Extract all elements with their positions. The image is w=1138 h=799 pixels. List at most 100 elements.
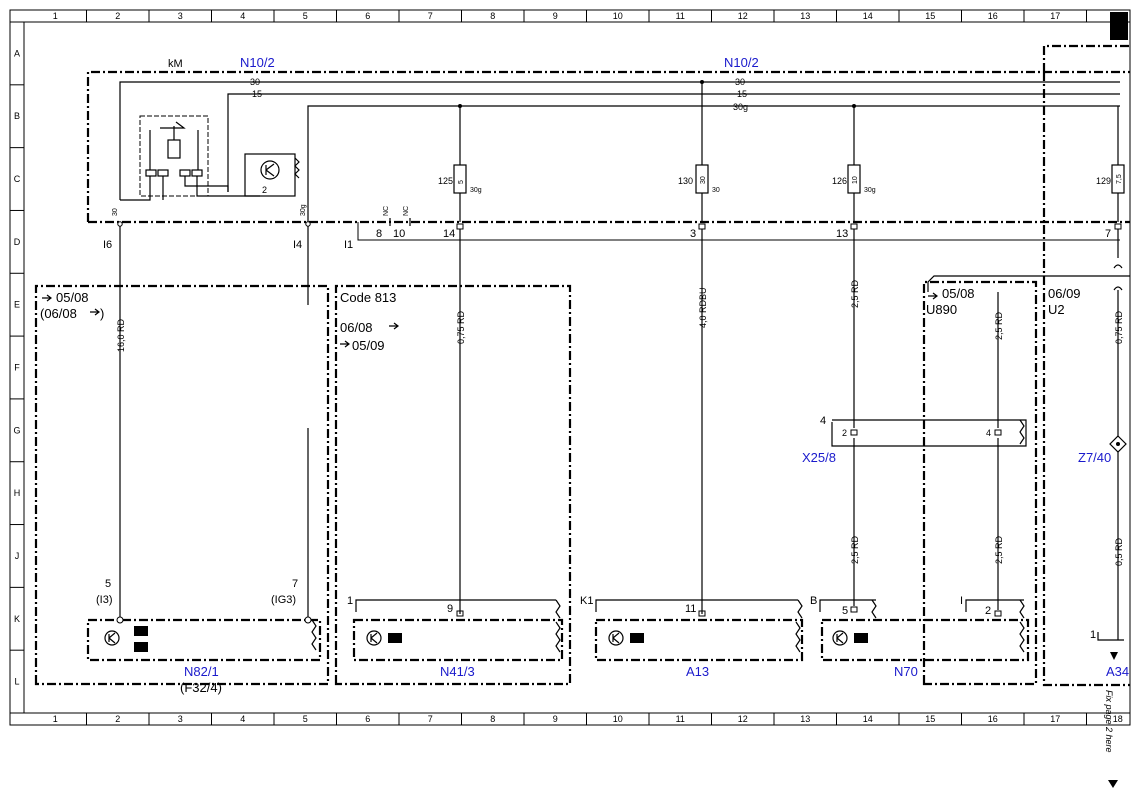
column-index-12: 12 — [738, 11, 748, 21]
n41-3-from-date: 06/08 — [340, 320, 373, 335]
column-index-1: 1 — [53, 11, 58, 21]
column-index-9: 9 — [553, 11, 558, 21]
column-index-17: 17 — [1050, 11, 1060, 21]
arrow-down-icon-bottom — [1108, 780, 1118, 788]
row-index-A: A — [14, 48, 20, 58]
fuse-130 — [695, 82, 709, 222]
fuse-125-rating: 5 — [458, 180, 465, 184]
n41-3-name: N41/3 — [440, 664, 475, 679]
connector-i1-strip — [117, 218, 1122, 241]
row-index-L: L — [14, 677, 19, 687]
row-index-E: E — [14, 300, 20, 310]
n70-pin-2: 2 — [985, 605, 991, 617]
n70-pin-i: I — [960, 595, 963, 607]
n82-1-pin-5: 5 — [105, 578, 111, 590]
nc-label-2: NC — [403, 206, 410, 216]
fuse-129 — [1111, 106, 1125, 222]
n82-1-name: N82/1 — [184, 664, 219, 679]
fuse-130-terminal: 30 — [712, 187, 720, 194]
module-a13 — [594, 599, 804, 662]
x25-8-pin-2: 2 — [842, 428, 847, 438]
column-index-9: 9 — [553, 714, 558, 724]
x25-8-pin-4b: 4 — [986, 428, 991, 438]
wire-label-2-5-rd-b: 2,5 RD — [994, 311, 1004, 340]
column-index-4: 4 — [240, 714, 245, 724]
n82-1-pin-7: 7 — [292, 578, 298, 590]
n82-1-from-date: 05/08 — [56, 290, 89, 305]
ecu-n10-2-box — [86, 44, 1130, 687]
fuse-126-rating: 10 — [852, 176, 859, 184]
pin-7: 7 — [1105, 228, 1111, 240]
n41-3-to-date: 05/09 — [352, 338, 385, 353]
column-index-1: 1 — [53, 714, 58, 724]
fuse-126-terminal: 30g — [864, 187, 876, 194]
n82-1-paren-close: ) — [100, 306, 104, 321]
module-n41-3 — [334, 284, 572, 686]
row-index-K: K — [14, 614, 20, 624]
wire-label-0-5-rd: 0,5 RD — [1114, 537, 1124, 566]
variant-u890-box — [922, 280, 1038, 686]
relay-pin-2: 2 — [262, 185, 267, 195]
relay-icon — [120, 115, 260, 201]
column-index-2: 2 — [115, 714, 120, 724]
column-index-11: 11 — [676, 714, 685, 724]
rail-15-label: 15 — [252, 89, 262, 99]
splice-z7-40: Z7/40 — [1078, 450, 1111, 465]
n70-name: N70 — [894, 664, 918, 679]
row-index-B: B — [14, 111, 20, 121]
column-index-11: 11 — [676, 11, 685, 21]
module-n82-1 — [34, 284, 330, 686]
n41-3-pin-9: 9 — [447, 603, 453, 615]
column-index-16: 16 — [988, 714, 998, 724]
column-index-16: 16 — [988, 11, 998, 21]
page-corner-marker — [1110, 12, 1128, 40]
n41-3-pin-1: 1 — [347, 595, 353, 607]
wire-label-2-5-rd-d: 2,5 RD — [994, 535, 1004, 564]
transistor-icon-n41-3 — [366, 630, 402, 646]
column-index-14: 14 — [863, 714, 873, 724]
column-index-2: 2 — [115, 11, 120, 21]
a34-name: A34 — [1106, 664, 1129, 679]
transistor-icon-a13 — [608, 630, 644, 646]
nc-label-1: NC — [383, 206, 390, 216]
row-index-D: D — [14, 237, 21, 247]
column-index-15: 15 — [925, 11, 935, 21]
column-index-3: 3 — [178, 714, 183, 724]
ecu-title-left: N10/2 — [240, 55, 275, 70]
column-index-7: 7 — [428, 714, 433, 724]
pin-8: 8 — [376, 228, 382, 240]
n82-1-to-date: (06/08 — [40, 306, 77, 321]
n70-pin-5: 5 — [842, 605, 848, 617]
x25-8-pin-4: 4 — [820, 415, 826, 427]
transistor-icon-n82-1 — [104, 626, 148, 652]
n82-1-pin-7-alt: (IG3) — [271, 594, 296, 606]
row-index-H: H — [14, 488, 21, 498]
x25-8-name: X25/8 — [802, 450, 836, 465]
u2-date: 06/09 — [1048, 286, 1081, 301]
fuse-130-rating: 30 — [700, 176, 707, 184]
ecu-title-right: N10/2 — [724, 55, 759, 70]
pin-i6: I6 — [103, 239, 112, 251]
a34-pin-1: 1 — [1090, 629, 1096, 641]
fuse-125-terminal: 30g — [470, 187, 482, 194]
row-index-J: J — [15, 551, 20, 561]
pin-i1: I1 — [344, 239, 353, 251]
rail-30-label: 30 — [250, 77, 260, 87]
a34-connector — [1097, 632, 1124, 641]
pin-14: 14 — [443, 228, 455, 240]
column-index-13: 13 — [800, 714, 810, 724]
column-index-6: 6 — [365, 714, 370, 724]
fuse-129-rating: 7,5 — [1116, 174, 1123, 184]
a13-pin-11: 11 — [685, 603, 696, 615]
fuse-126-number: 126 — [832, 176, 847, 186]
column-index-18: 18 — [1113, 714, 1123, 724]
column-index-6: 6 — [365, 11, 370, 21]
u890-date: 05/08 — [942, 286, 975, 301]
row-index-G: G — [13, 425, 20, 435]
fuse-130-number: 130 — [678, 176, 693, 186]
row-index-F: F — [14, 363, 20, 373]
column-index-13: 13 — [800, 11, 810, 21]
pin-30g-label: 30g — [300, 204, 307, 216]
a13-name: A13 — [686, 664, 709, 679]
